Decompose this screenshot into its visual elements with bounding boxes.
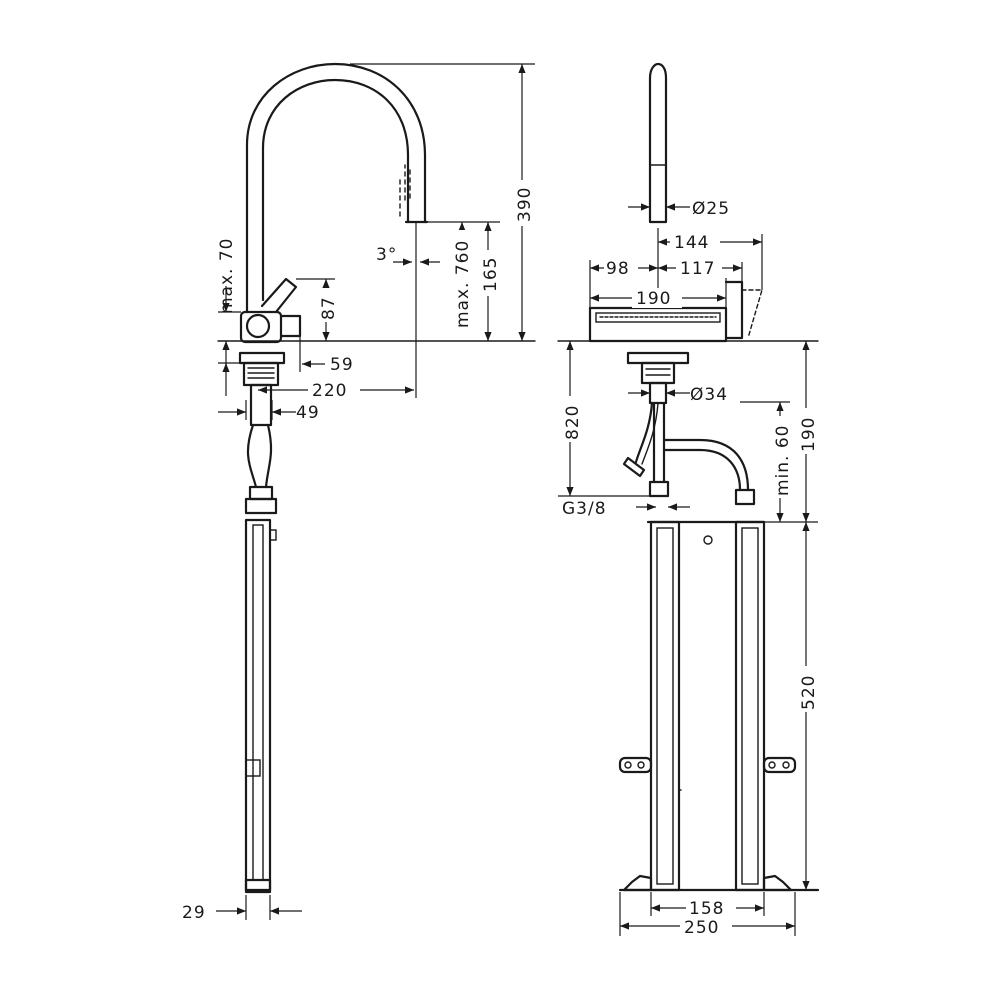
side-stand-clip [269, 529, 277, 541]
dim-190-top: 190 [636, 289, 671, 309]
front-mixer-grip [595, 312, 721, 323]
dim-29: 29 [182, 903, 206, 923]
side-shank [249, 383, 273, 427]
side-mount-nut [242, 361, 280, 387]
dim-max-70: max. 70 [217, 238, 237, 314]
dim-820: 820 [563, 405, 583, 440]
front-hose-left-fitting [622, 456, 646, 478]
dim-250: 250 [684, 918, 719, 938]
front-mount-plate [626, 351, 690, 365]
dim-max-760: max. 760 [453, 240, 473, 328]
mixer-lever [260, 277, 298, 314]
stand-leg-left [649, 520, 681, 892]
dim-min-60: min. 60 [773, 425, 793, 497]
side-hose-2 [264, 423, 273, 489]
front-hose-right [662, 438, 750, 492]
side-hose-fitting-2 [244, 497, 278, 515]
spout-arch-outer [245, 62, 427, 314]
dim-520: 520 [799, 675, 819, 710]
front-hose-right-fitting [734, 488, 756, 506]
dim-angle-3: 3° [376, 245, 397, 265]
mixer-knob [245, 313, 271, 339]
dim-d34: Ø34 [690, 385, 728, 405]
bracket-left [618, 756, 653, 774]
dim-158: 158 [689, 899, 724, 919]
pull-out-hose [399, 164, 411, 221]
side-stand-base [244, 878, 272, 894]
dim-d25: Ø25 [692, 199, 730, 219]
stand-leg-right [734, 520, 766, 892]
side-hose-fitting [248, 485, 274, 501]
side-stand-outer [244, 518, 272, 892]
dim-117: 117 [680, 259, 715, 279]
front-mount-nut [640, 361, 676, 385]
dim-98: 98 [606, 259, 630, 279]
dim-390: 390 [515, 187, 535, 222]
front-shank [648, 381, 668, 405]
dim-g38: G3/8 [562, 499, 607, 519]
spout-arch-inner [261, 78, 410, 302]
front-lever-ghost [741, 289, 763, 339]
front-lever [724, 280, 744, 340]
front-view: Ø25 144 98 117 190 Ø34 [557, 62, 820, 938]
side-mount-ring [238, 351, 286, 365]
bracket-right [762, 756, 797, 774]
front-hose-center-fitting [648, 480, 670, 498]
mixer-body [239, 310, 283, 344]
stand-hole [703, 535, 713, 545]
side-stand-inner [252, 524, 264, 881]
dim-144: 144 [674, 233, 709, 253]
side-hose-1 [246, 423, 258, 489]
front-spout [648, 62, 668, 224]
foot-left [622, 874, 653, 892]
mixer-front [279, 314, 302, 338]
side-view: 390 165 max. 760 3° max. 70 87 59 [182, 62, 536, 923]
dim-49: 49 [296, 403, 320, 423]
foot-right [762, 874, 793, 892]
side-stand-bracket [245, 759, 261, 777]
dim-59: 59 [330, 355, 354, 375]
dim-220: 220 [312, 381, 347, 401]
dim-190-right: 190 [799, 417, 819, 452]
dim-165: 165 [481, 257, 501, 292]
dim-87: 87 [319, 296, 339, 320]
front-hose-left [634, 401, 654, 464]
